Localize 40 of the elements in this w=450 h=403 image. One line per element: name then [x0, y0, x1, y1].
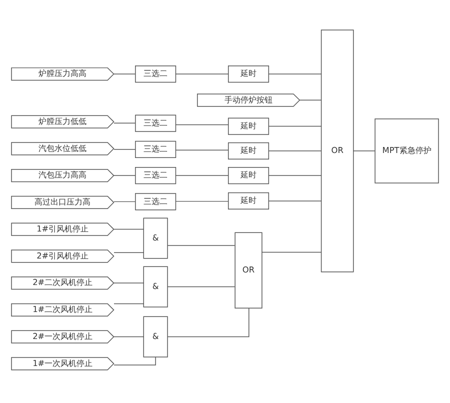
node-box: OR: [234, 232, 262, 308]
node-box: 三选二: [135, 114, 176, 132]
connector: [114, 175, 136, 176]
node-box: 三选二: [135, 65, 176, 83]
node-box: 延时: [228, 118, 270, 135]
node-box: &: [143, 316, 168, 358]
node-box: MPT紧急停护: [374, 118, 439, 184]
node-box: OR: [320, 30, 354, 272]
connector: [114, 303, 144, 304]
connector: [268, 126, 322, 127]
connector: [114, 149, 136, 150]
connector: [268, 200, 322, 202]
connector: [114, 122, 136, 124]
connector: [114, 356, 156, 366]
connector: [114, 252, 144, 253]
connector: [175, 200, 228, 202]
connector: [167, 245, 236, 246]
connector: [114, 228, 144, 230]
node-box: 三选二: [135, 193, 176, 210]
node-box: &: [143, 218, 168, 259]
connector: [167, 308, 250, 338]
connector: [175, 150, 228, 151]
connector: [167, 286, 236, 288]
node-box: 延时: [228, 192, 270, 210]
connector: [268, 175, 322, 176]
node-box: &: [143, 266, 168, 308]
connector: [114, 201, 136, 202]
node-box: 延时: [228, 166, 270, 184]
node-box: 延时: [228, 142, 270, 160]
connector: [114, 282, 144, 284]
node-box: 延时: [228, 65, 270, 83]
connector: [268, 150, 322, 152]
node-box: 三选二: [135, 166, 176, 184]
connector: [175, 124, 228, 126]
connector: [114, 336, 144, 338]
connector: [175, 175, 228, 176]
connector: [299, 100, 322, 101]
node-box: 三选二: [135, 140, 176, 158]
connector: [353, 150, 376, 152]
connector: [262, 252, 322, 253]
